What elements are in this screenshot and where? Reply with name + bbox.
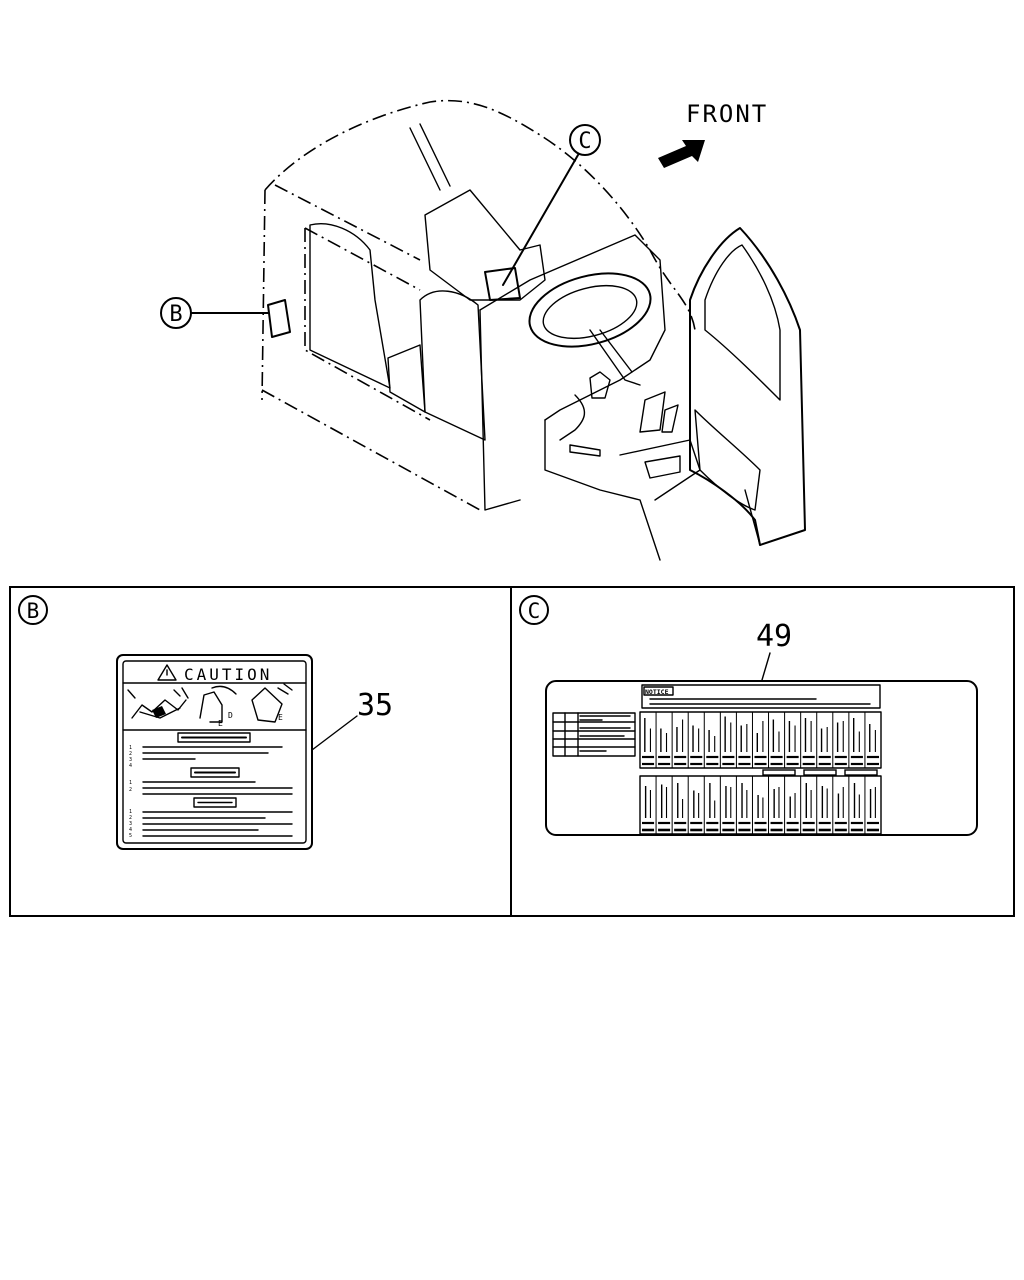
notice-label: NOTICE: [545, 680, 978, 836]
notice-heading: NOTICE: [645, 688, 669, 696]
list3-num-1: 1: [129, 809, 132, 815]
panel-c-letter: C: [528, 599, 541, 623]
icon-letter-d: D: [228, 711, 233, 720]
notice-upper-grid: [639, 711, 882, 835]
list3-num-2: 2: [129, 815, 132, 821]
callout-b-top-letter: B: [169, 302, 182, 327]
detail-panel-c: C 49 NOTICE: [519, 595, 978, 836]
caution-heading: CAUTION: [184, 665, 272, 684]
caution-label: CAUTION D E E: [116, 654, 313, 850]
callout-b-top: B: [160, 297, 269, 329]
part-number-35: 35: [357, 688, 393, 723]
list1-num-1: 1: [129, 745, 132, 751]
front-arrow-icon: [658, 140, 705, 168]
list3-num-4: 4: [129, 827, 132, 833]
list1-num-4: 4: [129, 763, 132, 769]
notice-left-table: [552, 712, 636, 757]
list1-num-3: 3: [129, 757, 132, 763]
icon-letter-e-2: E: [278, 713, 283, 722]
callout-c-top-letter: C: [578, 129, 591, 154]
seatback-pictogram: D E: [199, 685, 237, 728]
list1-num-2: 2: [129, 751, 132, 757]
list2-num-1: 1: [129, 780, 132, 786]
part-number-49: 49: [756, 619, 792, 654]
warning-triangle-icon: [157, 664, 177, 681]
cab-interior-illustration: [261, 99, 806, 561]
front-label: FRONT: [686, 100, 768, 128]
notice-bar-columns: [642, 712, 879, 834]
list3-num-5: 5: [129, 833, 132, 839]
door-pictogram: E: [251, 683, 293, 723]
panel-b-letter: B: [27, 599, 40, 623]
list2-num-2: 2: [129, 787, 132, 793]
detail-panel-b: B 35 CAUTION D E: [18, 595, 393, 850]
callout-c-top: C: [502, 124, 601, 286]
front-direction-indicator: FRONT: [658, 100, 768, 168]
list3-num-3: 3: [129, 821, 132, 827]
icon-letter-e-1: E: [218, 719, 223, 728]
seat-adjust-pictogram: [127, 687, 189, 719]
